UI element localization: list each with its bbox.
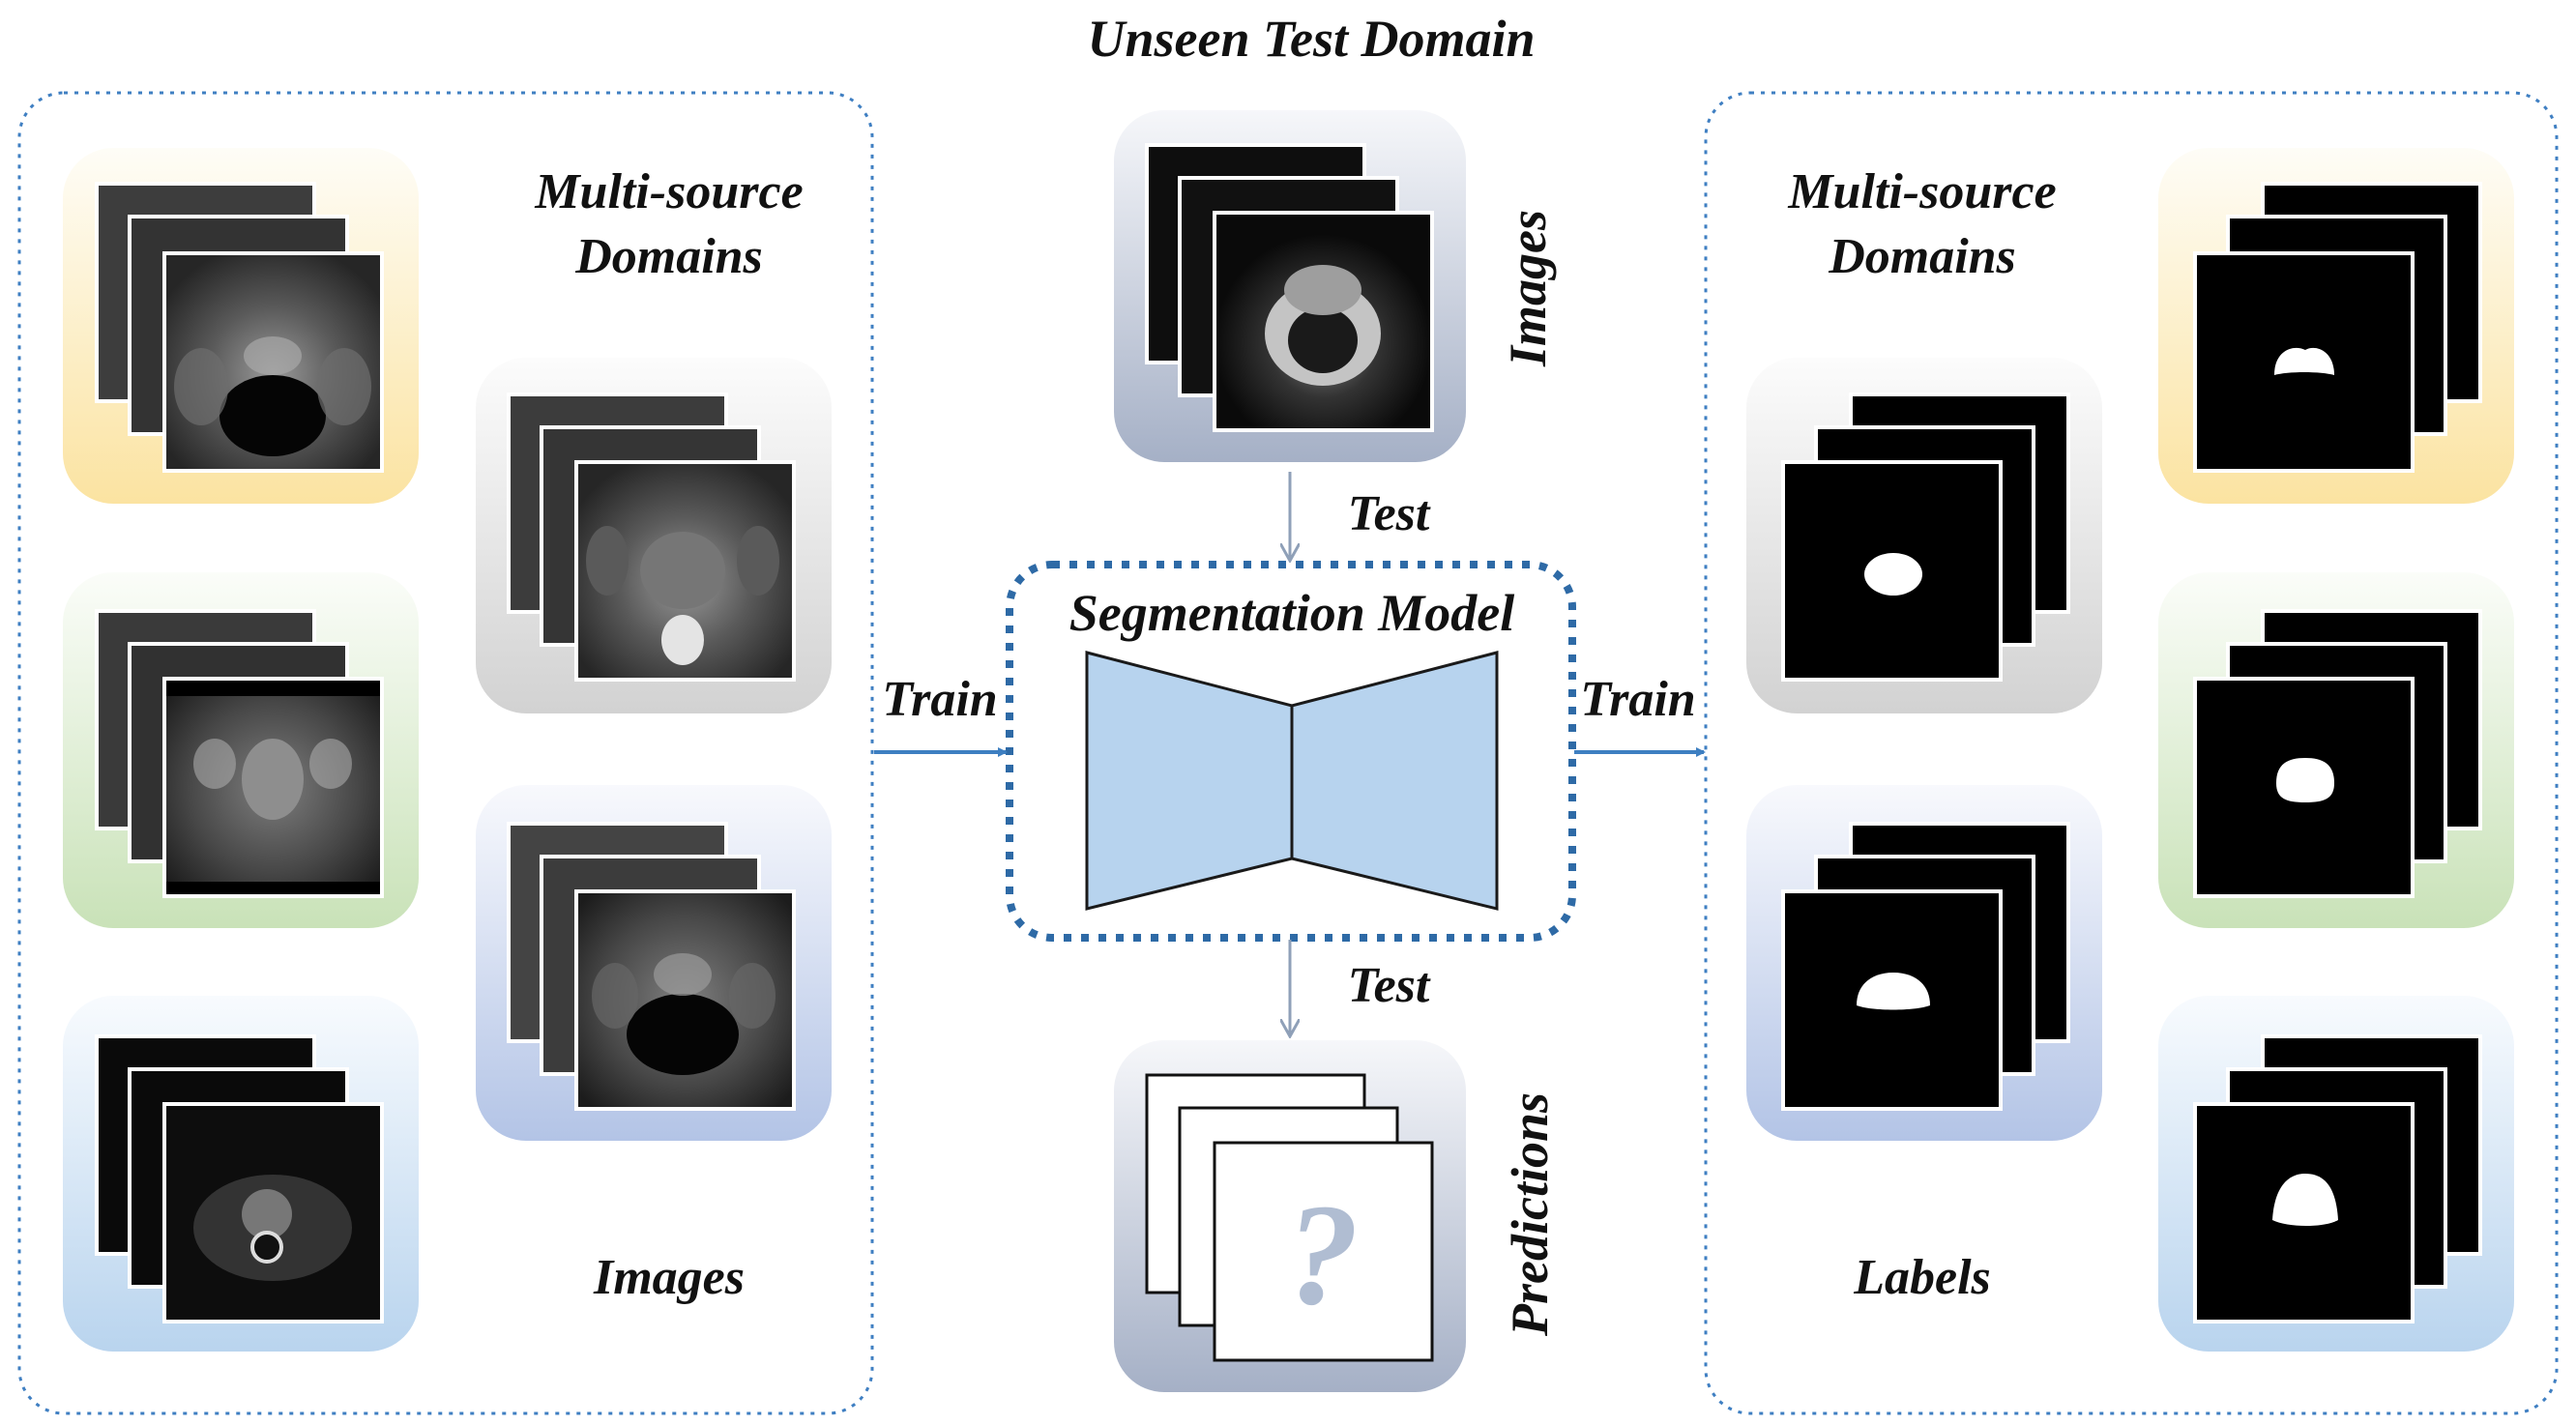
- right-domain-panel: [1704, 91, 2559, 1415]
- left-panel-heading-line1: Multi-source: [534, 164, 803, 219]
- domain-tile-periwinkle: [476, 785, 832, 1141]
- domain-tile-green: [63, 572, 419, 928]
- segmentation-model-box: [1006, 561, 1576, 942]
- left-panel-footer: Images: [593, 1250, 745, 1305]
- question-mark-icon: ?: [1287, 1175, 1360, 1335]
- mri-slice-stack-icon: [95, 609, 384, 898]
- train-label-left: Train: [882, 672, 997, 727]
- test-images-label: Images: [1499, 210, 1557, 367]
- domain-tile-blue: [63, 996, 419, 1352]
- train-label-right: Train: [1580, 672, 1695, 727]
- mri-slice-stack-icon: [95, 1034, 384, 1323]
- domain-tile-gray: [476, 358, 832, 713]
- test-label-bottom: Test: [1348, 958, 1431, 1013]
- label-tile-blue: [2158, 996, 2514, 1352]
- label-tile-green: [2158, 572, 2514, 928]
- predictions-label: Predictions: [1501, 1092, 1559, 1337]
- mri-slice-stack-icon: [507, 822, 796, 1111]
- diagram-title: Unseen Test Domain: [1087, 10, 1535, 68]
- right-panel-heading-line1: Multi-source: [1787, 164, 2056, 219]
- mri-slice-stack-icon: [507, 393, 796, 682]
- label-tile-gray: [1746, 358, 2102, 713]
- label-tile-periwinkle: [1746, 785, 2102, 1141]
- mask-slice-stack-icon: [1781, 393, 2070, 682]
- right-panel-heading-line2: Domains: [1828, 229, 2016, 284]
- test-domain-tile: [1114, 110, 1466, 462]
- mri-slice-stack-icon: [95, 182, 384, 473]
- right-panel-footer: Labels: [1853, 1250, 1991, 1305]
- test-label-top: Test: [1348, 486, 1431, 541]
- left-domain-panel: [17, 91, 874, 1415]
- domain-tile-yellow: [63, 148, 419, 504]
- left-panel-heading-line2: Domains: [574, 229, 763, 284]
- predictions-tile: ?: [1114, 1040, 1466, 1392]
- segmentation-model-label: Segmentation Model: [1069, 584, 1515, 642]
- mask-slice-stack-icon: [2193, 609, 2482, 898]
- mask-slice-stack-icon: [2193, 182, 2482, 473]
- mask-slice-stack-icon: [1781, 822, 2070, 1111]
- label-tile-yellow: [2158, 148, 2514, 504]
- mask-slice-stack-icon: [2193, 1034, 2482, 1323]
- mri-slice-stack-icon: [1145, 143, 1434, 432]
